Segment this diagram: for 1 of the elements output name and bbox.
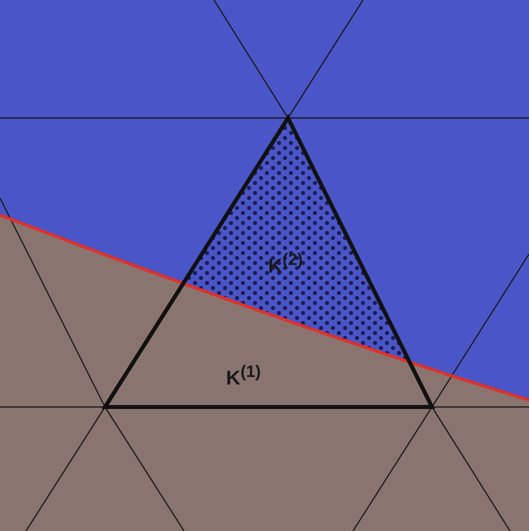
region-label: K$^{(1)}$: [226, 362, 261, 391]
